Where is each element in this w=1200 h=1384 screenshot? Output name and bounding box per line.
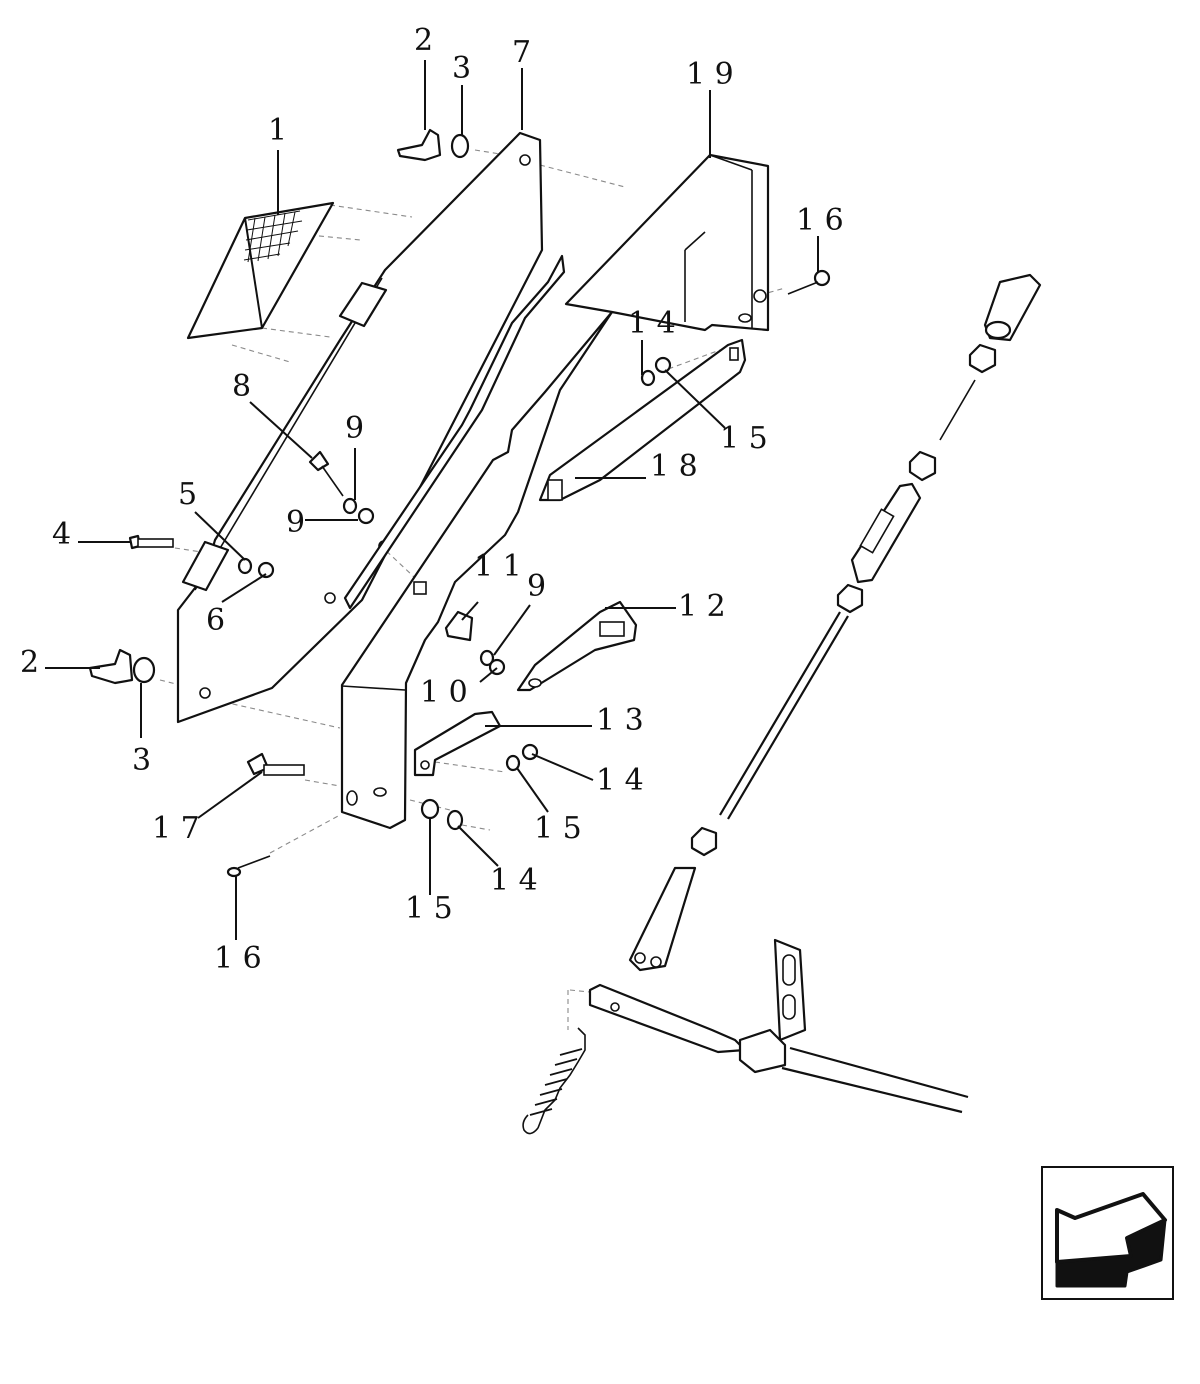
frame-channel-part-19 <box>340 153 770 830</box>
callout-labels: 1 2 3 7 1 9 1 6 1 4 1 5 1 8 8 9 9 5 4 6 … <box>20 23 844 976</box>
callout-2-bottom: 2 <box>20 645 39 680</box>
callout-8: 8 <box>232 369 251 404</box>
wing-nut-bottom <box>88 648 134 685</box>
callout-4: 4 <box>52 517 71 552</box>
arrow-back-icon <box>1055 1192 1167 1288</box>
wing-nut-top <box>396 128 442 162</box>
bolt-part-16-bottom <box>226 855 271 878</box>
callout-3-top: 3 <box>452 51 471 86</box>
callout-2-top: 2 <box>414 23 433 58</box>
callout-16-bottom: 1 6 <box>214 941 262 976</box>
bolt-part-4 <box>128 534 174 550</box>
callout-13: 1 3 <box>596 703 644 738</box>
callout-17: 1 7 <box>152 811 200 846</box>
callout-11: 1 1 <box>474 549 522 584</box>
back-navigation-button[interactable] <box>1041 1166 1174 1300</box>
callout-14-top: 1 4 <box>628 306 676 341</box>
bolt-part-17 <box>246 752 305 776</box>
callout-9-upper: 9 <box>345 411 364 446</box>
bracket-part-18 <box>538 338 747 502</box>
callout-9-right: 9 <box>527 569 546 604</box>
callout-14-bottom: 1 4 <box>490 863 538 898</box>
callout-3-bottom: 3 <box>132 743 151 778</box>
bolt-part-16-top <box>787 269 831 295</box>
linkage-rod-assembly <box>628 273 1042 972</box>
side-panel-part-7 <box>176 131 566 724</box>
callout-14-middle: 1 4 <box>596 763 644 798</box>
callout-18: 1 8 <box>650 449 698 484</box>
callout-19-top: 1 9 <box>686 57 734 92</box>
callout-5: 5 <box>178 477 197 512</box>
callout-15-middle: 1 5 <box>534 811 582 846</box>
callout-1: 1 <box>268 113 287 148</box>
callout-6: 6 <box>206 603 225 638</box>
callout-15-bottom: 1 5 <box>405 891 453 926</box>
assembly-lines <box>159 149 786 1030</box>
bracket-part-13 <box>413 710 502 777</box>
mesh-guard-part-1 <box>186 201 335 340</box>
callout-9-lower: 9 <box>286 505 305 540</box>
callout-7: 7 <box>512 35 531 70</box>
callout-10: 1 0 <box>420 675 468 710</box>
callout-15-top: 1 5 <box>720 421 768 456</box>
callout-16-top: 1 6 <box>796 203 844 238</box>
fasteners <box>88 128 831 878</box>
lower-shaft-assembly <box>522 938 969 1135</box>
bracket-part-12 <box>516 600 638 692</box>
clip-part-11 <box>444 610 474 642</box>
bolt-part-8 <box>308 450 344 497</box>
callout-12: 1 2 <box>678 589 726 624</box>
leader-lines <box>45 60 819 940</box>
